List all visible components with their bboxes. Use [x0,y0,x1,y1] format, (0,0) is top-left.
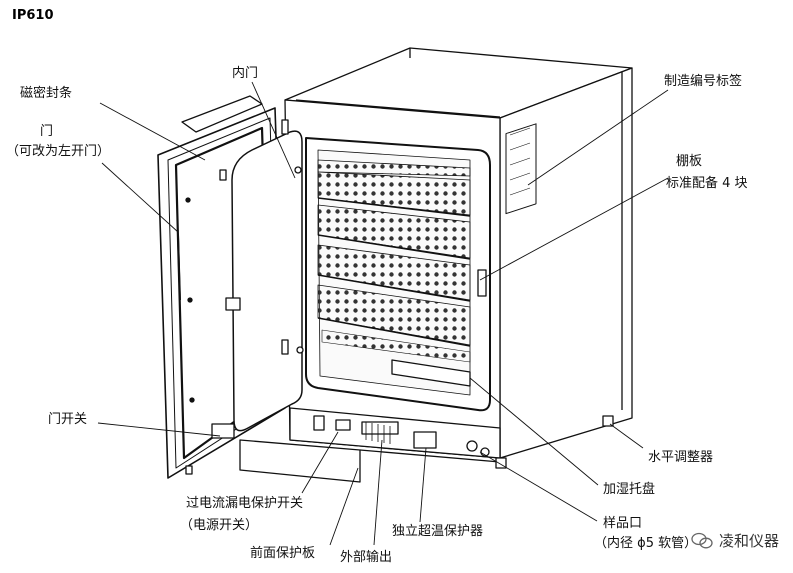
humidifying-tray-shape [391,359,471,387]
label-shelf-note: 标准配备 4 块 [666,176,748,191]
inner-door-glass [231,130,303,432]
label-inner-door: 内门 [232,66,259,81]
label-breaker-note: （电源开关） [180,518,259,533]
label-serial-plate: 制造编号标签 [664,74,743,89]
model-title: IP610 [12,8,54,23]
label-front-panel: 前面保护板 [250,546,316,561]
serial-label-plate [505,123,537,215]
label-breaker: 过电流漏电保护开关 [186,496,304,511]
label-door-switch: 门开关 [48,412,88,427]
label-shelf: 棚板 [676,154,703,169]
label-external-output: 外部输出 [340,550,393,565]
wechat-icon [691,532,713,548]
label-sample-port: 样品口 [603,516,643,531]
label-humidifying-tray: 加湿托盘 [603,482,656,497]
cabinet-right-side [499,67,633,459]
label-overheat-protector: 独立超温保护器 [392,524,484,539]
label-leveling-foot: 水平调整器 [648,450,714,465]
leader-lines [97,81,669,546]
label-magnetic-seal: 磁密封条 [20,86,73,101]
shelf-stack [317,159,471,363]
label-sample-port-note: （内径 ϕ5 软管） [594,536,698,551]
label-door-note: （可改为左开门） [6,144,111,159]
front-protection-panel [239,439,361,483]
watermark-text: 凌和仪器 [718,532,779,550]
watermark: 凌和仪器 [691,530,779,551]
label-door: 门 [40,124,54,139]
